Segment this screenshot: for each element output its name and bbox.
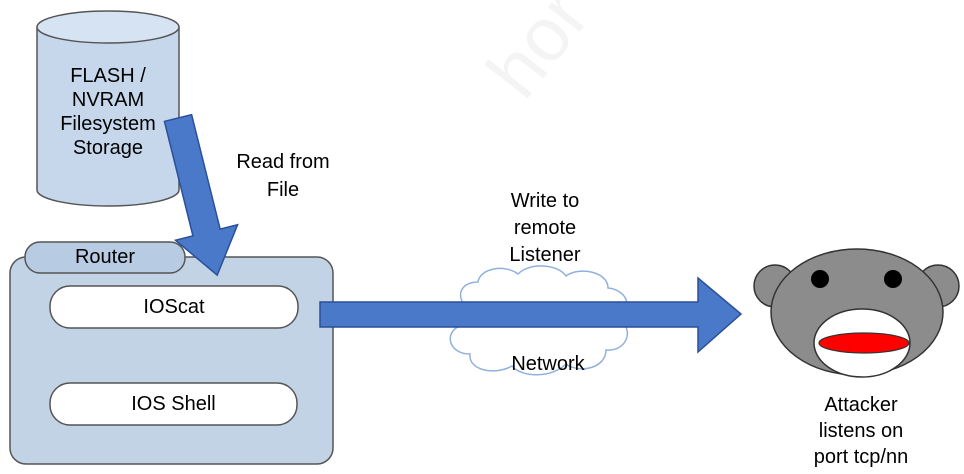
router-tab: [24, 241, 186, 274]
read-arrow: [163, 113, 239, 277]
write-to-listener-label: Write to remote Listener: [509, 190, 581, 266]
router-label: Router: [74, 246, 136, 268]
ioscat-box: [49, 285, 299, 329]
storage-label: FLASH / NVRAM Filesystem Storage: [60, 65, 156, 159]
ios-shell-label: IOS Shell: [131, 393, 216, 415]
attacker-label: Attacker listens on port tcp/nn: [813, 394, 909, 468]
network-label: Network: [511, 353, 585, 375]
ios-shell-box: [49, 382, 298, 426]
write-arrow: [319, 276, 743, 354]
read-from-file-label: Read from File: [236, 151, 330, 201]
storage-cylinder-icon: [36, 10, 180, 207]
ioscat-label: IOScat: [143, 296, 205, 318]
attacker-monkey-face-icon: [753, 248, 960, 378]
